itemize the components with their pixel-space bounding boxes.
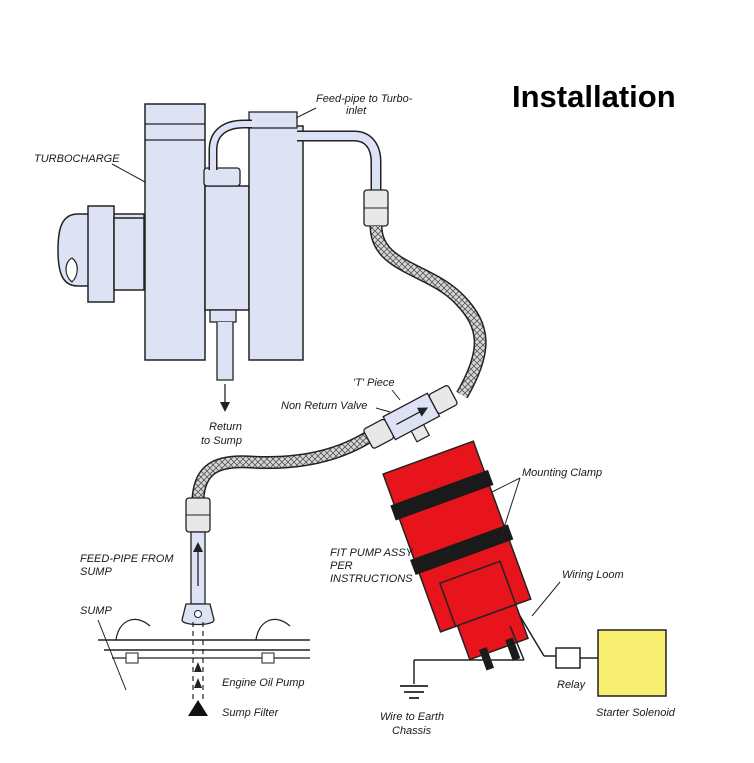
pump-assembly — [382, 440, 532, 671]
label-wire-to-earth-2: Chassis — [392, 725, 432, 737]
label-fit-pump-3: INSTRUCTIONS — [330, 573, 413, 585]
braided-hose-lower — [191, 430, 374, 499]
label-wire-to-earth: Wire to Earth — [380, 711, 444, 723]
diagram-title: Installation — [512, 79, 676, 114]
label-feed-pipe-sump: FEED-PIPE FROM — [80, 553, 174, 565]
label-sump: SUMP — [80, 605, 112, 617]
label-feed-pipe-turbo: Feed-pipe to Turbo- — [316, 93, 413, 105]
feed-pipe-from-sump — [181, 497, 215, 626]
label-mounting-clamp: Mounting Clamp — [522, 467, 602, 479]
starter-solenoid-box — [597, 629, 667, 697]
label-feed-pipe-turbo-2: inlet — [346, 105, 367, 117]
wiring-loom — [413, 615, 556, 684]
feed-pipe-to-turbo — [297, 130, 389, 227]
label-feed-pipe-sump-2: SUMP — [80, 566, 112, 578]
label-fit-pump: FIT PUMP ASSY. — [330, 547, 415, 559]
label-relay: Relay — [557, 679, 587, 691]
label-fit-pump-2: PER — [330, 560, 353, 572]
label-return: Return — [209, 421, 242, 433]
label-engine-oil-pump: Engine Oil Pump — [222, 677, 305, 689]
relay-box — [555, 647, 581, 669]
non-return-valve — [363, 385, 458, 449]
leader-lines — [97, 107, 561, 691]
turbocharger — [57, 103, 304, 412]
earth-ground-icon — [400, 685, 428, 699]
label-sump-filter: Sump Filter — [222, 707, 280, 719]
label-wiring-loom: Wiring Loom — [562, 569, 624, 581]
label-non-return-valve: Non Return Valve — [281, 400, 367, 412]
label-t-piece: 'T' Piece — [353, 377, 395, 389]
sump-plate — [98, 618, 310, 716]
braided-hose-upper — [369, 225, 487, 399]
label-starter-solenoid: Starter Solenoid — [596, 707, 676, 719]
label-return-2: to Sump — [201, 435, 242, 447]
label-turbocharger: TURBOCHARGE — [34, 153, 120, 165]
